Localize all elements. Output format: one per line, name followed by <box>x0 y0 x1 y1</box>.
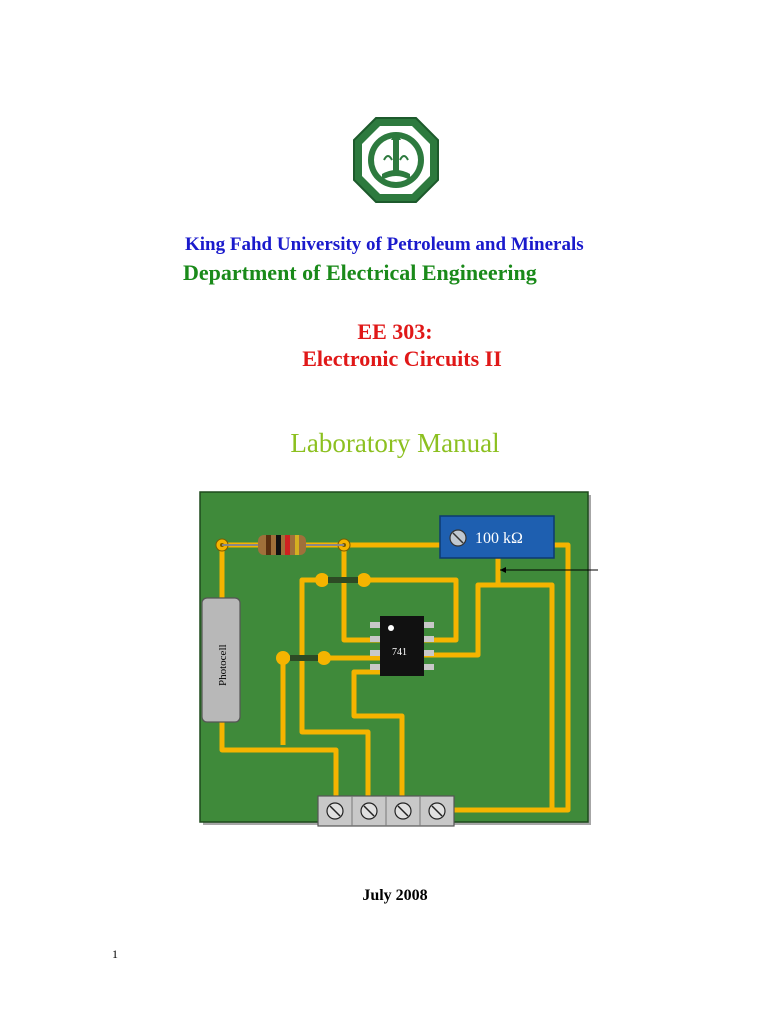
course-code: EE 303: <box>357 319 433 344</box>
course-title: Electronic Circuits II <box>302 346 502 371</box>
potentiometer-component: 100 kΩ <box>439 515 555 559</box>
terminal-block <box>317 795 455 827</box>
university-name: King Fahd University of Petroleum and Mi… <box>185 234 584 255</box>
manual-title: Laboratory Manual <box>290 428 500 458</box>
page-number: 1 <box>112 947 118 961</box>
circuit-board-illustration: 100 kΩ 741 Photocell <box>199 491 598 827</box>
chip-label: 741 <box>392 647 407 658</box>
op-amp-chip: 741 <box>370 616 434 676</box>
department-name: Department of Electrical Engineering <box>183 260 537 285</box>
photocell-label: Photocell <box>217 644 229 686</box>
resistor-component <box>222 535 344 555</box>
photocell-component: Photocell <box>201 597 241 723</box>
publication-date: July 2008 <box>362 887 428 904</box>
university-seal-logo <box>353 117 439 203</box>
potentiometer-label: 100 kΩ <box>475 530 523 547</box>
